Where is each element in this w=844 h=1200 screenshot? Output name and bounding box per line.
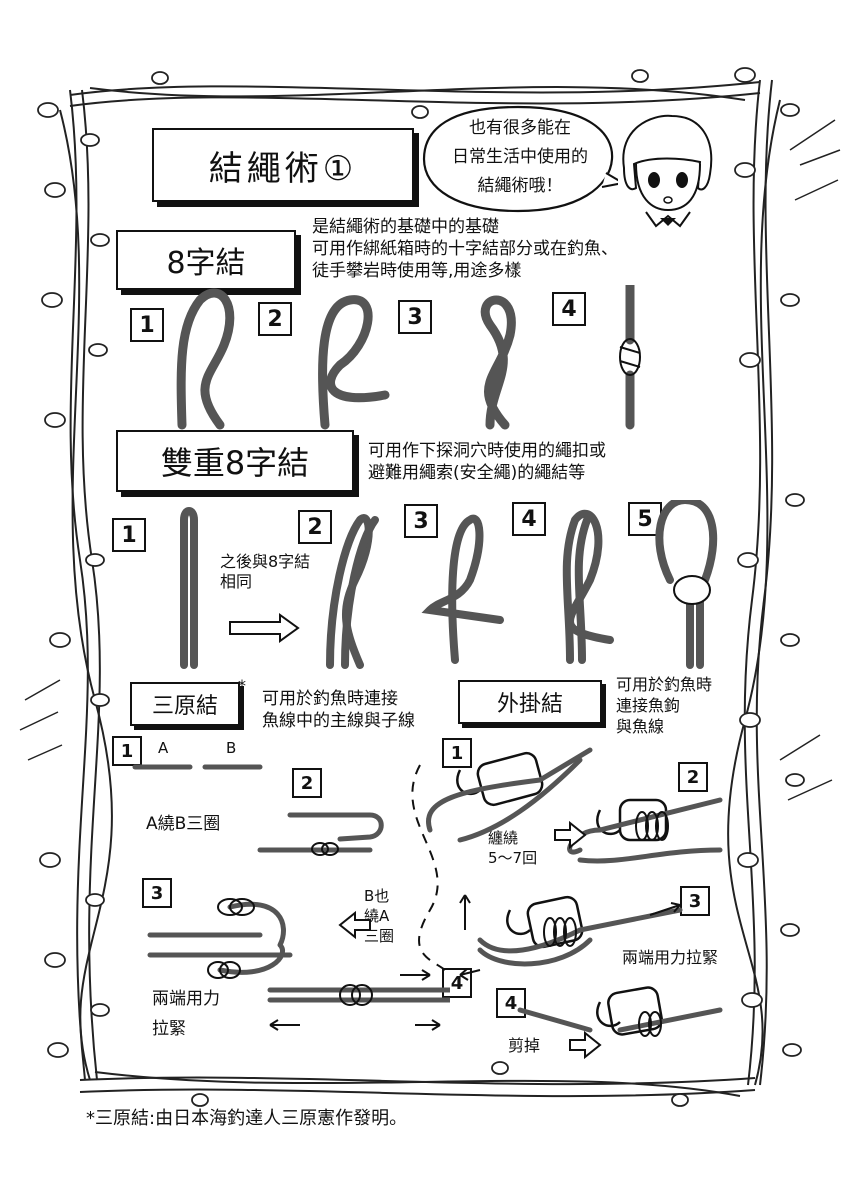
double8-step-4-number: 4: [512, 502, 546, 536]
double8-note-line-1: 之後與8字結: [220, 552, 311, 571]
figure8-desc-line-3: 徒手攀岩時使用等,用途多樣: [312, 261, 522, 281]
sotogake-steps-illustration: [426, 747, 723, 1060]
figure8-desc-line-1: 是結繩術的基礎中的基礎: [312, 217, 499, 237]
bubble-line-2: 日常生活中使用的: [452, 147, 588, 167]
sotogake-desc-line-1: 可用於釣魚時: [616, 675, 713, 694]
double8-step-1-number: 1: [112, 518, 146, 552]
footnote: *三原結:由日本海釣達人三原憲作發明。: [86, 1108, 408, 1129]
mihara-note-pull-line-1: 兩端用力: [152, 989, 220, 1009]
sotogake-step-4-number: 4: [496, 988, 526, 1018]
sotogake-step-2-number: 2: [678, 762, 708, 792]
mihara-step-3-number: 3: [142, 878, 172, 908]
sotogake-note-wind-line-1: 纏繞: [488, 829, 519, 847]
figure8-step-3-number: 3: [398, 300, 432, 334]
mihara-step-2-number: 2: [292, 768, 322, 798]
figure8-steps-illustration: [176, 285, 641, 430]
double8-desc-line-2: 避難用繩索(安全繩)的繩結等: [368, 463, 586, 483]
mihara-note-b-line-1: B也: [364, 887, 390, 905]
mihara-desc-line-2: 魚線中的主線與子線: [262, 711, 415, 731]
mihara-note-wrap: A繞B三圈: [146, 814, 221, 834]
speech-bubble: [422, 105, 618, 213]
figure8-step-4-number: 4: [552, 292, 586, 326]
page-title: 結繩術①: [152, 128, 414, 202]
mihara-label-a: A: [158, 739, 169, 757]
figure8-title: 8字結: [116, 230, 296, 290]
mihara-note-b-line-3: 三圈: [364, 927, 395, 945]
double8-step-2-number: 2: [298, 510, 332, 544]
sotogake-note-pull: 兩端用力拉緊: [622, 948, 719, 967]
double8-note-line-2: 相同: [220, 572, 253, 591]
figure8-step-2-number: 2: [258, 302, 292, 336]
mihara-title: 三原結: [130, 682, 240, 726]
sotogake-step-3-number: 3: [680, 886, 710, 916]
mihara-step-1-number: 1: [112, 736, 142, 766]
sotogake-note-wind-line-2: 5～7回: [488, 849, 538, 867]
mihara-note-pull-line-2: 拉緊: [152, 1019, 186, 1039]
double8-title: 雙重8字結: [116, 430, 354, 492]
sotogake-desc-line-2: 連接魚鉤: [616, 696, 681, 715]
double8-steps-illustration: [180, 500, 718, 669]
sotogake-desc-line-3: 與魚線: [616, 717, 665, 736]
figure8-step-1-number: 1: [130, 308, 164, 342]
double8-step-3-number: 3: [404, 504, 438, 538]
bubble-line-1: 也有很多能在: [469, 118, 571, 138]
double8-desc-line-1: 可用作下探洞穴時使用的繩扣或: [368, 441, 606, 461]
mihara-steps-illustration: [132, 764, 450, 1031]
mihara-step-4-number: 4: [442, 968, 472, 998]
sotogake-title: 外掛結: [458, 680, 602, 724]
bubble-line-3: 結繩術哦！: [477, 176, 563, 196]
mihara-label-b: B: [226, 739, 237, 757]
mihara-title-asterisk: *: [238, 676, 246, 695]
section-divider: [411, 764, 451, 976]
sotogake-note-cut: 剪掉: [508, 1036, 541, 1055]
girl-character-illustration: [622, 114, 713, 228]
mihara-desc-line-1: 可用於釣魚時連接: [262, 689, 398, 709]
figure8-desc-line-2: 可用作綁紙箱時的十字結部分或在釣魚、: [312, 239, 618, 259]
sotogake-step-1-number: 1: [442, 738, 472, 768]
double8-step-5-number: 5: [628, 502, 662, 536]
